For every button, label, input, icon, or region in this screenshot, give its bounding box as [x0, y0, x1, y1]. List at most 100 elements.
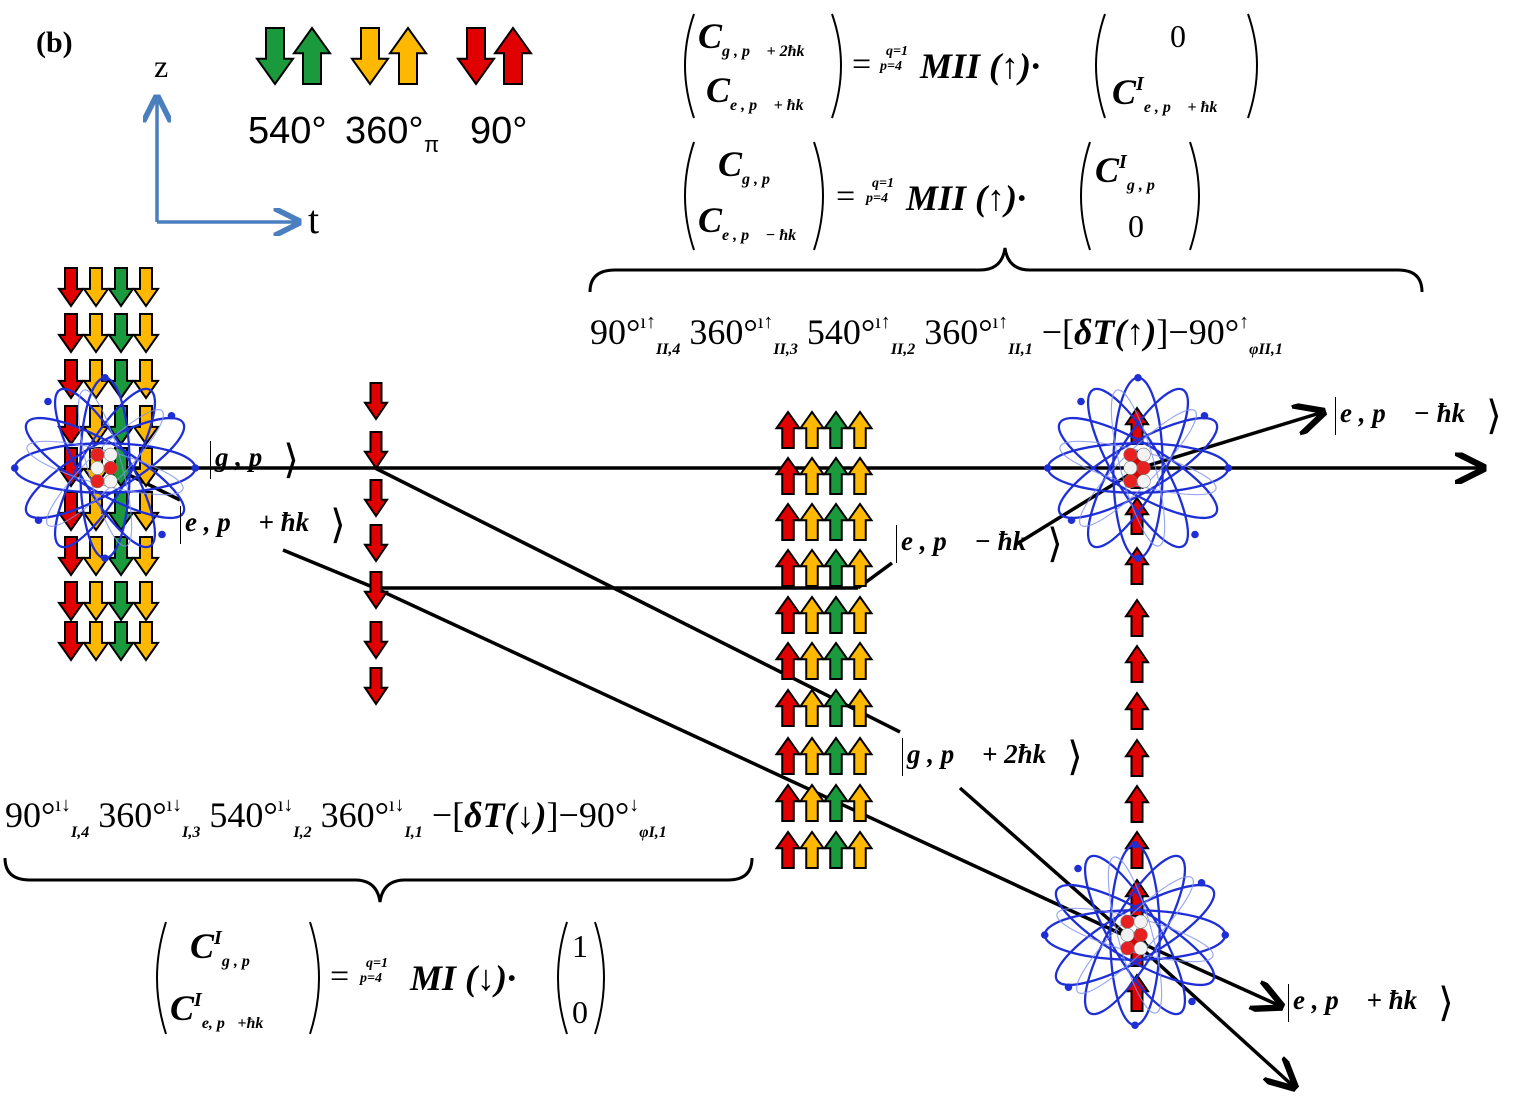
- path-e-down-return: [374, 586, 1131, 940]
- arrow-up-icon: [822, 736, 850, 775]
- arrow-down-icon: [132, 621, 160, 662]
- arrow-down-icon: [107, 621, 135, 662]
- state-e-p-minus-hk-right: e , p⃗ − ħk⃗⟩: [1335, 396, 1502, 436]
- legend-360: 360°: [345, 110, 424, 152]
- arrow-up-icon: [846, 410, 874, 449]
- arrow-down-icon: [363, 431, 389, 470]
- arrow-down-icon: [57, 359, 85, 400]
- arrow-up-icon: [798, 456, 826, 495]
- pulse-sequence-down: 90°ı↓I,4 360°ı↓I,3 540°ı↓I,2 360°ı↓I,1 −…: [5, 794, 667, 841]
- z-axis-label: z: [154, 48, 169, 84]
- state-e-p-plus-hk-left: e , p⃗ + ħk⃗⟩: [180, 505, 346, 545]
- panel-label: (b): [36, 26, 73, 59]
- state-e-p-plus-hk-right: e , p⃗ + ħk⃗⟩: [1288, 983, 1454, 1023]
- pulse-column-red-down: [363, 382, 389, 706]
- arrow-up-icon: [774, 548, 802, 587]
- arrow-up-icon: [1124, 691, 1150, 730]
- arrow-up-icon: [846, 641, 874, 680]
- arrow-up-icon: [493, 26, 533, 85]
- paren: [684, 13, 695, 119]
- paren: [831, 13, 842, 119]
- arrow-up-icon: [846, 595, 874, 634]
- arrow-down-icon: [82, 536, 110, 577]
- brace-top: [588, 247, 1424, 293]
- arrow-down-icon: [82, 359, 110, 400]
- arrow-up-icon: [822, 410, 850, 449]
- arrow-up-icon: [822, 830, 850, 869]
- pulse-column-middle-up: [774, 410, 874, 869]
- arrow-down-icon: [57, 621, 85, 662]
- arrow-down-icon: [57, 267, 85, 308]
- arrow-up-icon: [774, 595, 802, 634]
- paren: [309, 921, 320, 1035]
- arrow-down-icon: [107, 267, 135, 308]
- arrow-down-icon: [255, 27, 295, 86]
- arrow-down-icon: [82, 267, 110, 308]
- arrow-up-icon: [822, 502, 850, 541]
- arrow-down-icon: [107, 536, 135, 577]
- arrow-down-icon: [107, 359, 135, 400]
- paren: [156, 921, 167, 1035]
- arrow-down-icon: [107, 313, 135, 354]
- paren: [1095, 13, 1106, 119]
- arrow-up-icon: [846, 548, 874, 587]
- paren: [557, 921, 568, 1035]
- path-e-p-plus-hk-second: [282, 548, 376, 590]
- arrow-down-icon: [82, 581, 110, 622]
- arrow-up-icon: [798, 736, 826, 775]
- arrow-up-icon: [774, 830, 802, 869]
- arrow-up-icon: [774, 410, 802, 449]
- arrow-up-icon: [1124, 598, 1150, 637]
- arrow-down-icon: [132, 581, 160, 622]
- arrow-up-icon: [846, 830, 874, 869]
- arrow-up-icon: [798, 830, 826, 869]
- path-g-p-plus-2hk: [374, 466, 901, 734]
- arrow-down-icon: [132, 313, 160, 354]
- arrow-up-icon: [846, 783, 874, 822]
- arrow-down-icon: [82, 313, 110, 354]
- arrow-up-icon: [774, 688, 802, 727]
- paren: [684, 141, 695, 251]
- arrow-down-icon: [132, 405, 160, 446]
- arrow-down-icon: [363, 479, 389, 518]
- arrow-up-icon: [1124, 738, 1150, 777]
- brace-bottom: [3, 857, 754, 903]
- arrow-up-icon: [774, 783, 802, 822]
- arrow-up-icon: [774, 456, 802, 495]
- arrow-down-icon: [57, 313, 85, 354]
- arrow-up-icon: [822, 595, 850, 634]
- arrow-up-icon: [798, 783, 826, 822]
- legend-540: 540°: [248, 110, 327, 152]
- arrow-down-icon: [57, 536, 85, 577]
- pulse-legend-arrows: [255, 26, 533, 86]
- legend-90: 90°: [470, 110, 528, 152]
- arrow-up-icon: [846, 736, 874, 775]
- arrow-up-icon: [846, 688, 874, 727]
- state-g-p-plus-2hk: g , p⃗ + 2ħk⃗⟩: [902, 737, 1083, 777]
- t-axis-label: t: [308, 197, 320, 242]
- arrow-down-icon: [82, 621, 110, 662]
- arrow-down-icon: [363, 571, 389, 610]
- axes: [157, 100, 296, 222]
- arrow-up-icon: [798, 548, 826, 587]
- arrow-up-icon: [798, 595, 826, 634]
- arrow-down-icon: [456, 27, 496, 86]
- paren: [594, 921, 605, 1035]
- pulse-sequence-up: 90°ı↑II,4 360°ı↑II,3 540°ı↑II,2 360°ı↑II…: [590, 311, 1283, 358]
- arrow-up-icon: [822, 456, 850, 495]
- arrow-down-icon: [363, 382, 389, 421]
- arrow-down-icon: [107, 581, 135, 622]
- arrow-down-icon: [363, 524, 389, 563]
- arrow-down-icon: [57, 581, 85, 622]
- arrow-up-icon: [798, 641, 826, 680]
- arrow-up-icon: [798, 688, 826, 727]
- path-g-p-2hk-down: [958, 786, 1132, 940]
- arrow-up-icon: [292, 26, 332, 85]
- arrow-up-icon: [774, 502, 802, 541]
- arrow-down-icon: [132, 491, 160, 532]
- arrow-up-icon: [822, 688, 850, 727]
- state-e-p-minus-hk-mid: e , p⃗ − ħk⃗⟩: [896, 524, 1063, 564]
- paren: [1189, 141, 1200, 251]
- arrow-down-icon: [132, 267, 160, 308]
